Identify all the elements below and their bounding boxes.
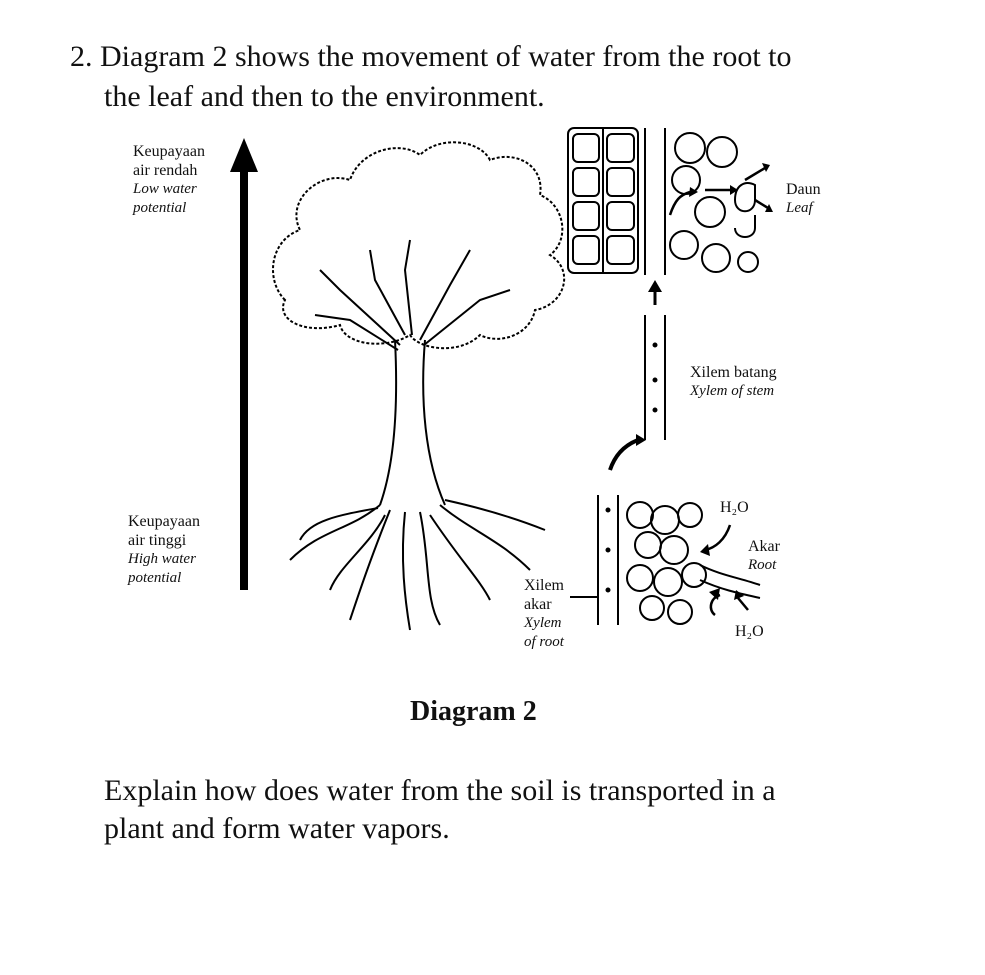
leaf-text: Leaf — [786, 200, 813, 216]
daun-text: Daun — [786, 181, 821, 198]
root-xylem-label: Xilem akar Xylem of root — [524, 576, 564, 652]
akar-text: Akar — [748, 538, 780, 555]
label-ms-line1: Keupayaan — [128, 513, 200, 530]
tree-illustration — [272, 141, 566, 631]
leaf-label: Daun Leaf — [786, 180, 821, 218]
upward-arrow — [648, 280, 662, 305]
label-en-line2: potential — [128, 570, 182, 586]
root-cells — [570, 495, 761, 625]
of-root-text: of root — [524, 634, 564, 650]
root-label: Akar Root — [748, 537, 780, 575]
xylem-text: Xylem — [524, 615, 562, 631]
xilem-text: Xilem — [524, 577, 564, 594]
stem-xylem-label: Xilem batang Xylem of stem — [690, 363, 777, 401]
question-line-1: 2. Diagram 2 shows the movement of water… — [70, 40, 792, 73]
high-water-potential-label: Keupayaan air tinggi High water potentia… — [128, 512, 200, 588]
xylem-of-stem-text: Xylem of stem — [690, 383, 775, 399]
water-potential-arrow — [230, 138, 258, 590]
low-water-potential-label: Keupayaan air rendah Low water potential — [133, 142, 205, 218]
explain-line-1: Explain how does water from the soil is … — [104, 774, 776, 807]
label-en-line1: Low water — [133, 181, 197, 197]
akar2-text: akar — [524, 596, 552, 613]
label-en-line2: potential — [133, 200, 187, 216]
label-ms-line2: air rendah — [133, 162, 198, 179]
label-en-line1: High water — [128, 551, 196, 567]
diagram-caption: Diagram 2 — [410, 696, 537, 727]
h2o-top-label: H₂O — [720, 499, 749, 516]
leaf-cells — [567, 127, 773, 275]
h2o-bottom-label: H₂O — [735, 623, 764, 640]
question-line-2: the leaf and then to the environment. — [104, 80, 545, 113]
stem-xylem — [608, 315, 666, 471]
explain-line-2: plant and form water vapors. — [104, 812, 450, 845]
label-ms-line2: air tinggi — [128, 532, 187, 549]
root-text: Root — [748, 557, 777, 573]
label-ms-line1: Keupayaan — [133, 143, 205, 160]
xilem-batang-text: Xilem batang — [690, 364, 777, 381]
